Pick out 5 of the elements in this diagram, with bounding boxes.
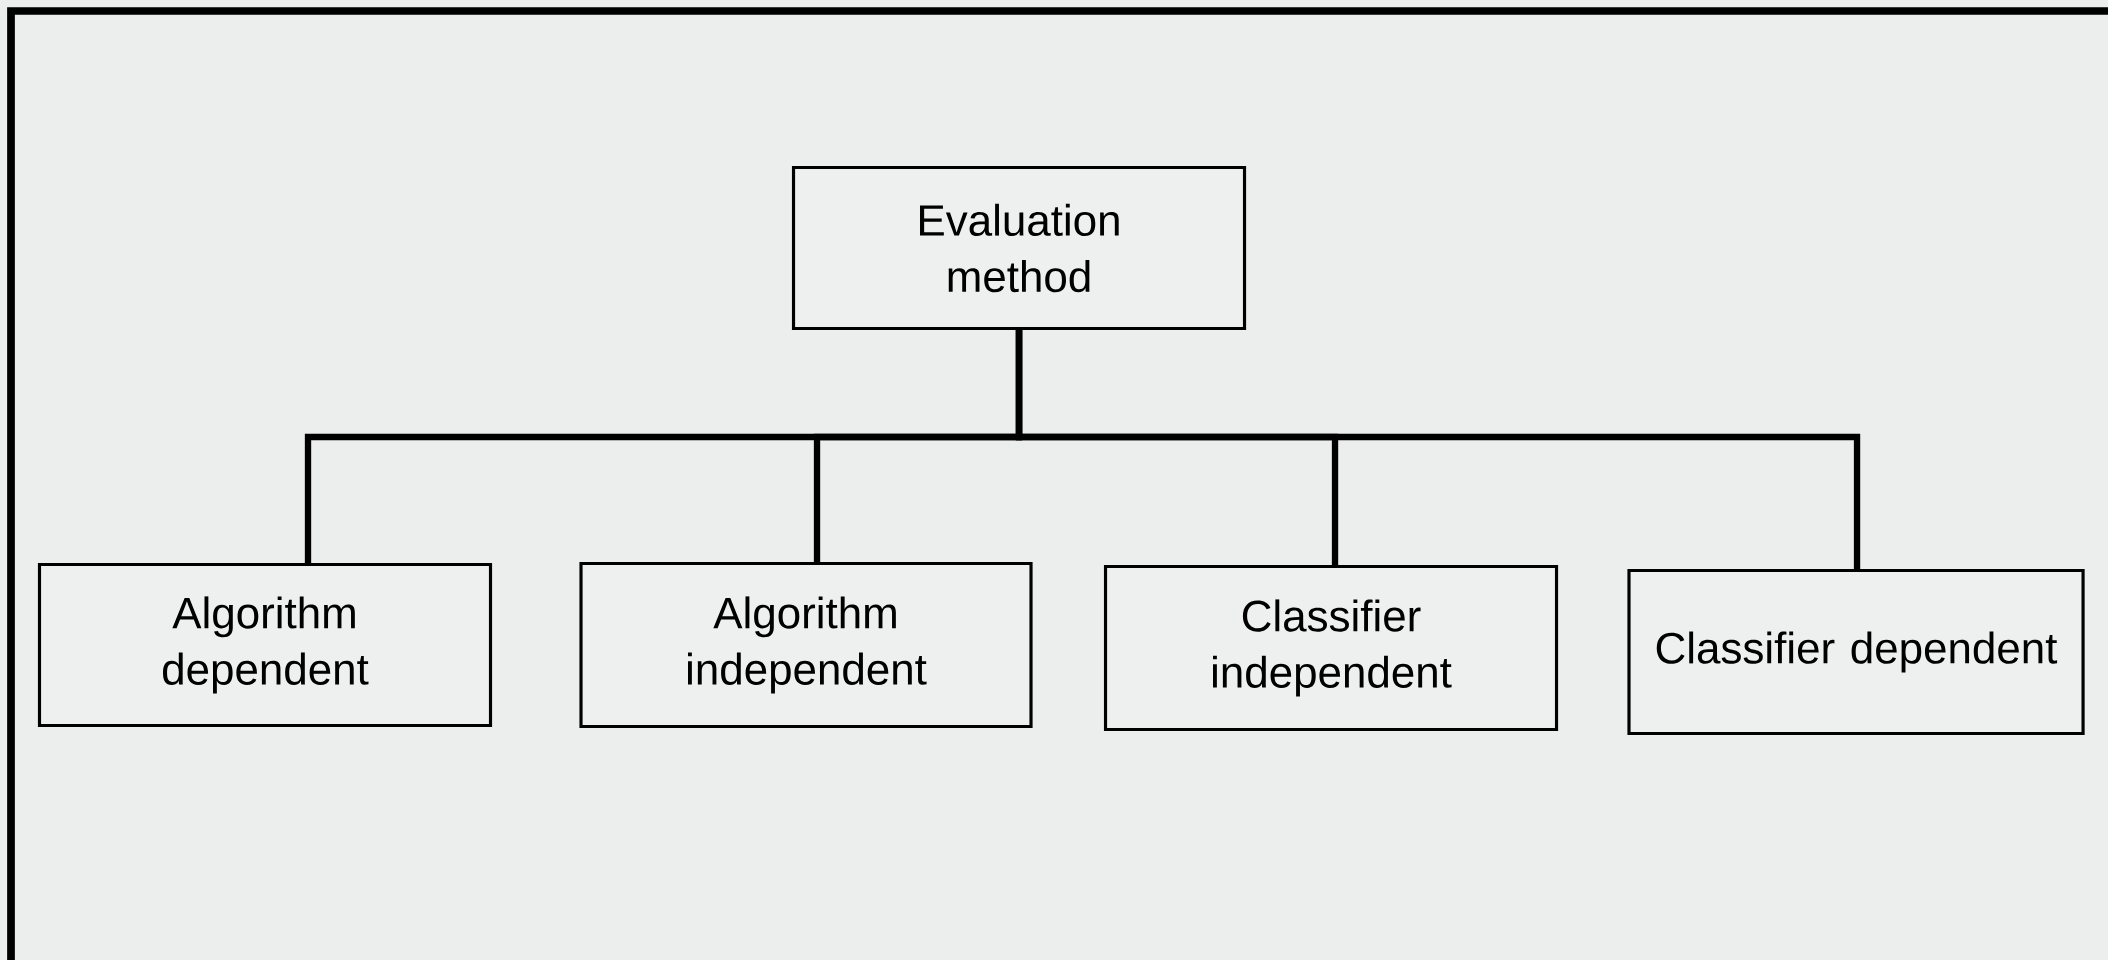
category-box: Evaluation method — [791, 165, 1247, 331]
category-box: Algorithm dependent — [37, 562, 493, 728]
category-box: Algorithm independent — [579, 561, 1033, 729]
category-box: Classifier dependent — [1627, 568, 2085, 736]
category-box: Classifier independent — [1103, 564, 1559, 732]
